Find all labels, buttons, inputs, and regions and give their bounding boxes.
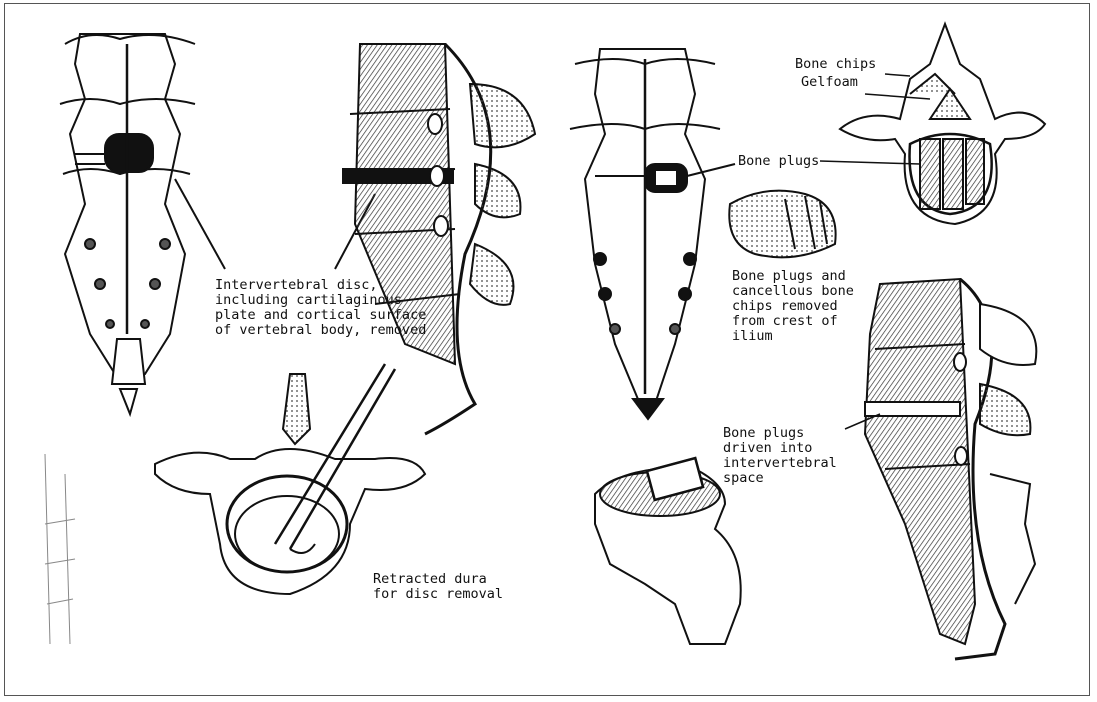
lateral-spine-right (865, 279, 1036, 659)
label-bone-plugs-removed: Bone plugs and cancellous bone chips rem… (732, 269, 854, 344)
axial-vertebra-retracted-dura (155, 364, 425, 594)
label-gelfoam: Gelfoam (801, 75, 858, 90)
lateral-spine-center (343, 44, 535, 434)
label-bone-chips: Bone chips (795, 57, 876, 72)
pointer-bone-chips (885, 74, 910, 76)
iliac-crest-graft (729, 191, 835, 258)
label-retracted-dura: Retracted dura for disc removal (373, 572, 503, 602)
vertebral-body-with-plug (595, 458, 741, 644)
label-bone-plugs-top: Bone plugs (738, 154, 819, 169)
axial-vertebra-bone-plugs (840, 24, 1045, 224)
label-intervertebral-disc: Intervertebral disc, including cartilagi… (215, 278, 426, 338)
posterior-spine-middle (570, 49, 720, 419)
illustration-frame: Intervertebral disc, including cartilagi… (4, 3, 1090, 696)
faint-sketch (45, 454, 75, 644)
posterior-spine-left (60, 34, 195, 414)
label-bone-plugs-driven: Bone plugs driven into intervertebral sp… (723, 426, 837, 486)
spinal-fusion-illustration (5, 4, 1091, 697)
